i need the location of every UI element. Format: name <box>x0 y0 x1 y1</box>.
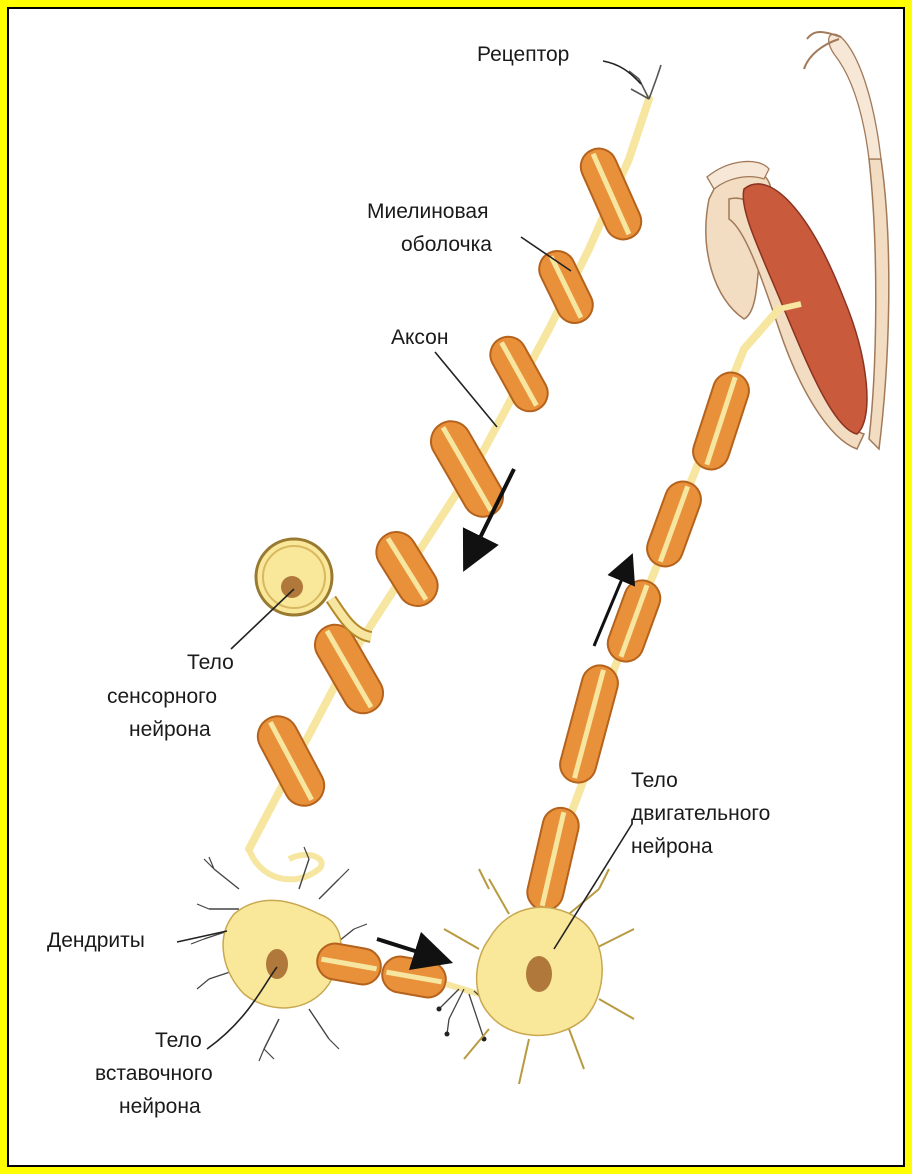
label-motor-line2: двигательного <box>631 802 770 825</box>
label-inter-line2: вставочного <box>95 1062 213 1085</box>
label-sensory-line3: нейрона <box>129 718 211 741</box>
label-myelin-line1: Миелиновая <box>367 200 488 223</box>
label-inter-line1: Тело <box>155 1029 202 1052</box>
label-sensory-line2: сенсорного <box>107 685 217 708</box>
humerus <box>869 159 889 449</box>
label-myelin-line2: оболочка <box>401 233 492 256</box>
diagram-panel: Рецептор Миелиновая оболочка Аксон Тело … <box>7 7 905 1167</box>
label-receptor: Рецептор <box>477 43 569 66</box>
label-motor-line1: Тело <box>631 769 678 792</box>
label-sensory-line1: Тело <box>187 651 234 674</box>
interneuron <box>191 847 497 1061</box>
label-inter-line3: нейрона <box>119 1095 201 1118</box>
sensory-neuron-body <box>256 539 371 637</box>
hand-bones <box>829 34 881 159</box>
label-motor-line3: нейрона <box>631 835 713 858</box>
label-axon: Аксон <box>391 326 448 349</box>
receptor-endings <box>629 65 661 99</box>
label-dendrites: Дендриты <box>47 929 145 952</box>
arrow-to-motor <box>377 939 434 957</box>
myelin-sheath-motor <box>524 368 754 914</box>
biceps-muscle <box>743 184 867 434</box>
reflex-arc-diagram: Рецептор Миелиновая оболочка Аксон Тело … <box>9 9 903 1165</box>
